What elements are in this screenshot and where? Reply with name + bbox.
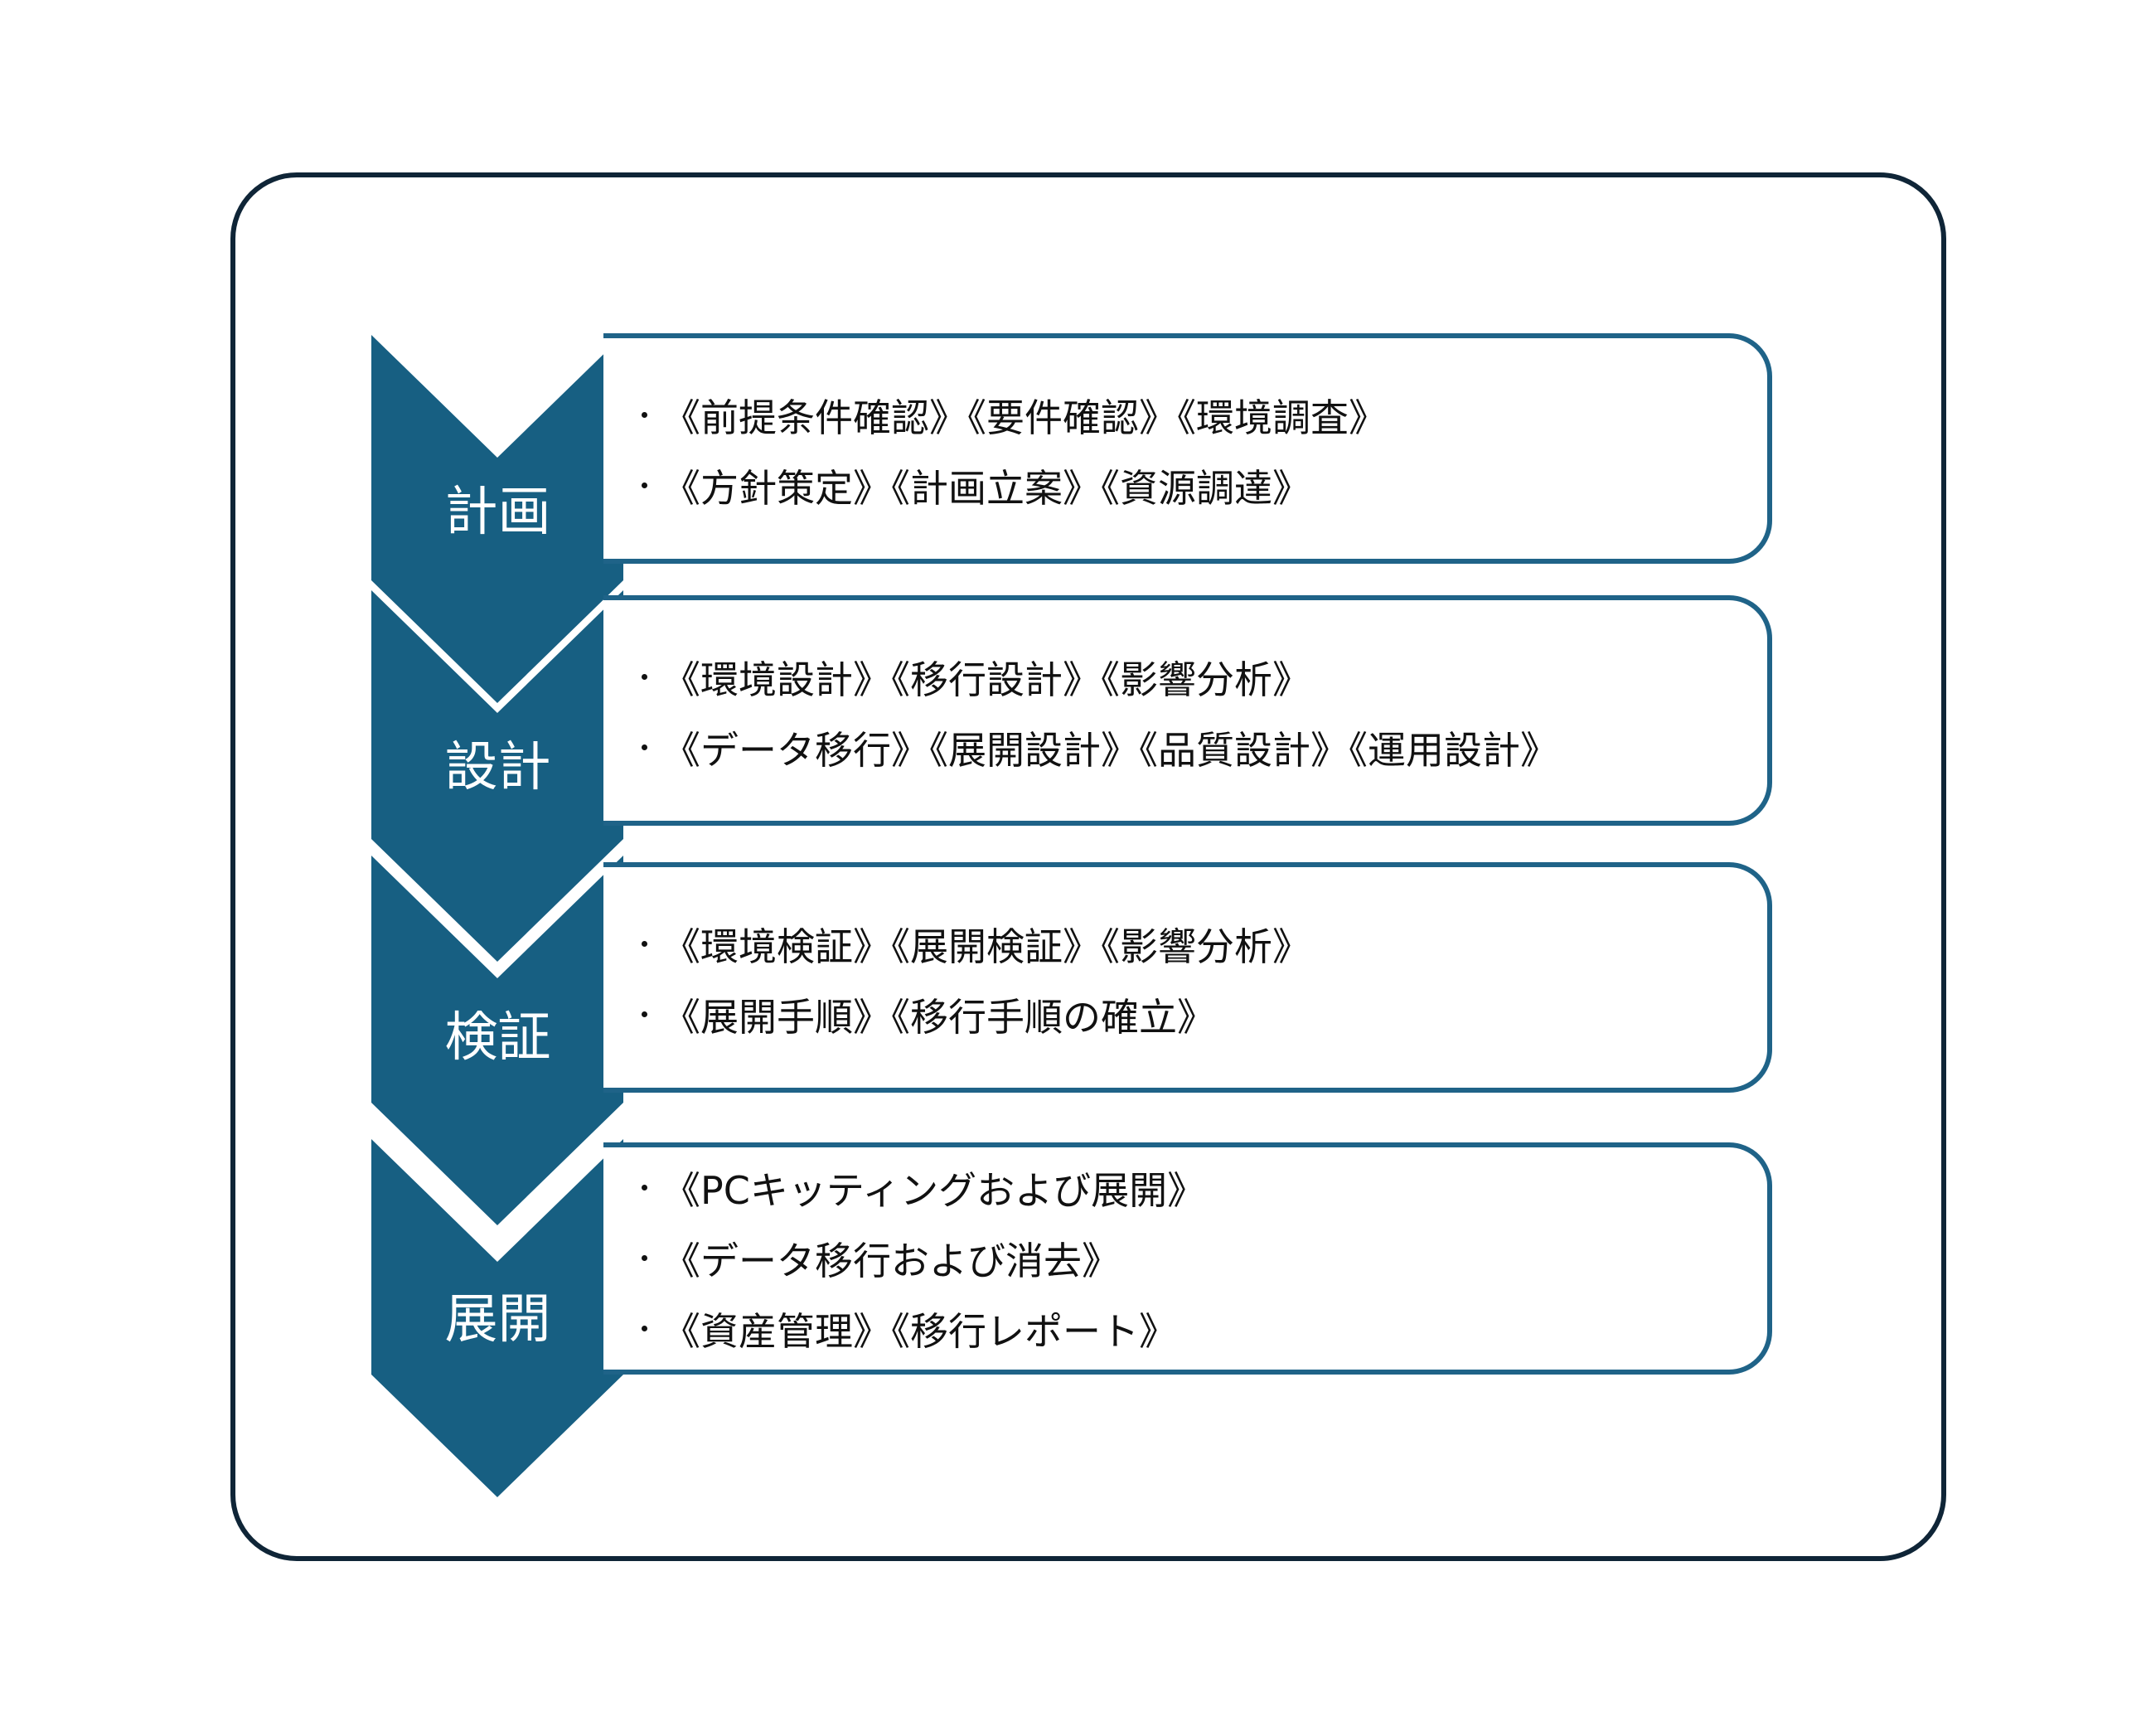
task-line: 《環境設計》《移行設計》《影響分析》: [642, 642, 1767, 712]
bullet-icon: [642, 1011, 647, 1017]
chevron-design: [371, 590, 623, 962]
chevron-plan: [371, 335, 623, 703]
task-text: 《データ移行および消去》: [662, 1238, 1120, 1283]
bullet-icon: [642, 1185, 647, 1190]
task-line: 《PCキッティングおよび展開》: [642, 1152, 1767, 1223]
task-text: 《資産管理》《移行レポート》: [662, 1308, 1177, 1354]
task-text: 《方針策定》《計画立案》《資源調達》: [662, 465, 1310, 511]
phase-label-plan: 計画: [444, 482, 551, 543]
task-text: 《PCキッティングおよび展開》: [662, 1167, 1206, 1213]
task-text: 《データ移行》《展開設計》《品質設計》《運用設計》: [662, 727, 1558, 773]
task-line: 《データ移行および消去》: [642, 1223, 1767, 1293]
bullet-icon: [642, 1255, 647, 1261]
chevron-verify: [371, 856, 623, 1225]
task-line: 《展開手順》《移行手順の確立》: [642, 979, 1767, 1050]
task-box-design: 《環境設計》《移行設計》《影響分析》 《データ移行》《展開設計》《品質設計》《運…: [603, 595, 1772, 826]
bullet-icon: [642, 1326, 647, 1331]
task-line: 《環境検証》《展開検証》《影響分析》: [642, 909, 1767, 979]
chevron-deploy: [371, 1139, 623, 1497]
task-box-deploy: 《PCキッティングおよび展開》 《データ移行および消去》 《資産管理》《移行レポ…: [603, 1142, 1772, 1375]
task-box-verify: 《環境検証》《展開検証》《影響分析》 《展開手順》《移行手順の確立》: [603, 862, 1772, 1093]
task-text: 《前提条件確認》《要件確認》《環境調査》: [662, 395, 1387, 440]
task-line: 《方針策定》《計画立案》《資源調達》: [642, 450, 1767, 521]
bullet-icon: [642, 482, 647, 488]
bullet-icon: [642, 744, 647, 750]
task-text: 《環境設計》《移行設計》《影響分析》: [662, 657, 1310, 702]
task-text: 《展開手順》《移行手順の確立》: [662, 994, 1215, 1040]
diagram-frame: [230, 172, 1946, 1561]
task-line: 《データ移行》《展開設計》《品質設計》《運用設計》: [642, 712, 1767, 783]
bullet-icon: [642, 941, 647, 947]
task-box-plan: 《前提条件確認》《要件確認》《環境調査》 《方針策定》《計画立案》《資源調達》: [603, 333, 1772, 564]
phase-label-design: 設計: [444, 737, 551, 798]
task-line: 《前提条件確認》《要件確認》《環境調査》: [642, 380, 1767, 450]
task-line: 《資産管理》《移行レポート》: [642, 1293, 1767, 1364]
bullet-icon: [642, 412, 647, 418]
task-text: 《環境検証》《展開検証》《影響分析》: [662, 924, 1310, 969]
bullet-icon: [642, 674, 647, 680]
phase-label-verify: 検証: [444, 1007, 551, 1069]
phase-label-deploy: 展開: [444, 1289, 551, 1350]
